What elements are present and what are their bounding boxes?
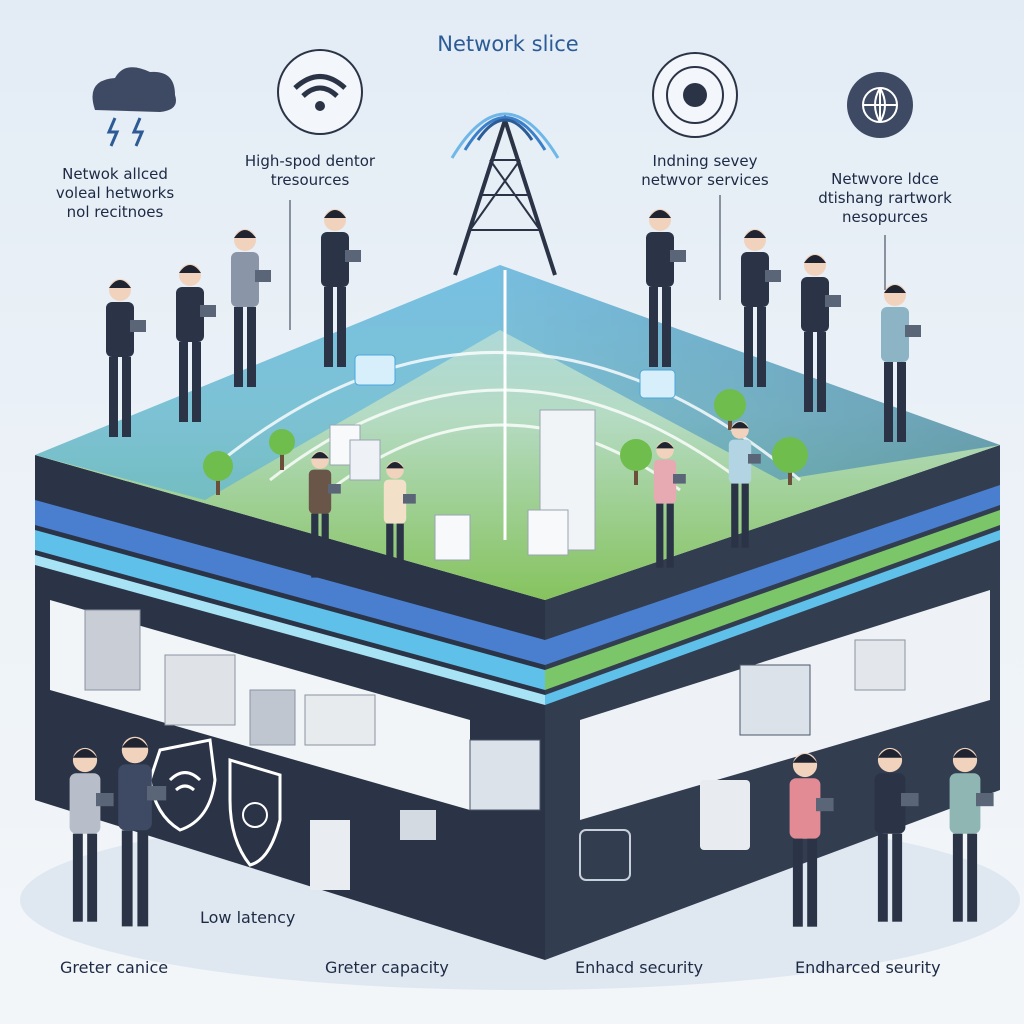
label-line: Netwvore ldce — [831, 170, 939, 188]
caption-greater-canice: Greter canice — [60, 958, 169, 977]
label-line: High-spod dentor — [244, 152, 376, 170]
label-network-services: Indning sevey netwvor services — [625, 152, 785, 190]
cloud-storm-icon — [92, 67, 176, 147]
server-tower — [310, 820, 350, 890]
label-line: tresources — [270, 171, 350, 189]
tree — [772, 437, 808, 485]
building — [349, 439, 381, 481]
person — [106, 279, 146, 437]
server-rack — [164, 654, 236, 726]
person — [118, 736, 167, 927]
server-rack — [739, 664, 811, 736]
caption-greater-capacity: Greter capacity — [325, 958, 449, 977]
shield-globe-icon — [228, 757, 282, 867]
person — [308, 451, 341, 578]
person — [69, 747, 114, 922]
server-rack — [304, 694, 376, 746]
label-high-speed: High-spod dentor tresources — [225, 152, 395, 190]
floating-screen — [639, 369, 676, 399]
building — [527, 509, 569, 556]
person — [949, 747, 994, 922]
caption-enhanced-security: Enhacd security — [575, 958, 704, 977]
page-title: Network slice — [437, 32, 579, 56]
floating-screen — [354, 354, 396, 386]
server-rack — [249, 689, 296, 746]
wifi-icon — [277, 49, 363, 135]
person — [383, 461, 416, 588]
tree — [714, 389, 746, 430]
server-rack — [84, 609, 141, 691]
person — [231, 229, 271, 387]
security-screen — [700, 780, 750, 850]
caption-low-latency: Low latency — [200, 908, 296, 927]
caption-enhanced-security-2: Endharced seurity — [795, 958, 941, 977]
tree — [620, 439, 652, 485]
cell-tower-icon — [450, 112, 560, 276]
wifi-terminal — [579, 829, 631, 881]
people-group — [69, 209, 994, 927]
label-line: netwvor services — [641, 171, 769, 189]
person — [646, 209, 686, 367]
label-line: Indning sevey — [652, 152, 758, 170]
globe-icon — [847, 72, 913, 138]
network-hub-icon — [652, 52, 738, 138]
label-line: nesopurces — [842, 208, 928, 226]
tree — [203, 451, 233, 495]
person — [741, 229, 781, 387]
person — [728, 421, 761, 548]
server-rack — [469, 739, 541, 811]
label-line: voleal hetworks — [55, 184, 175, 202]
person — [801, 254, 841, 412]
person — [881, 284, 921, 442]
person — [789, 752, 834, 927]
label-virtual-networks: Netwok allced voleal hetworks nol recitn… — [40, 165, 190, 222]
tree — [269, 429, 295, 470]
label-line: nol recitnoes — [66, 203, 164, 221]
label-line: Netwok allced — [62, 165, 168, 183]
building — [434, 514, 471, 561]
label-line: dtishang rartwork — [818, 189, 952, 207]
person — [874, 747, 919, 922]
platform-base — [35, 445, 1000, 960]
person — [321, 209, 361, 367]
person — [176, 264, 216, 422]
person — [653, 441, 686, 568]
server-rack — [854, 639, 906, 691]
label-network-resources: Netwvore ldce dtishang rartwork nesopurc… — [800, 170, 970, 227]
monitor — [400, 810, 436, 840]
